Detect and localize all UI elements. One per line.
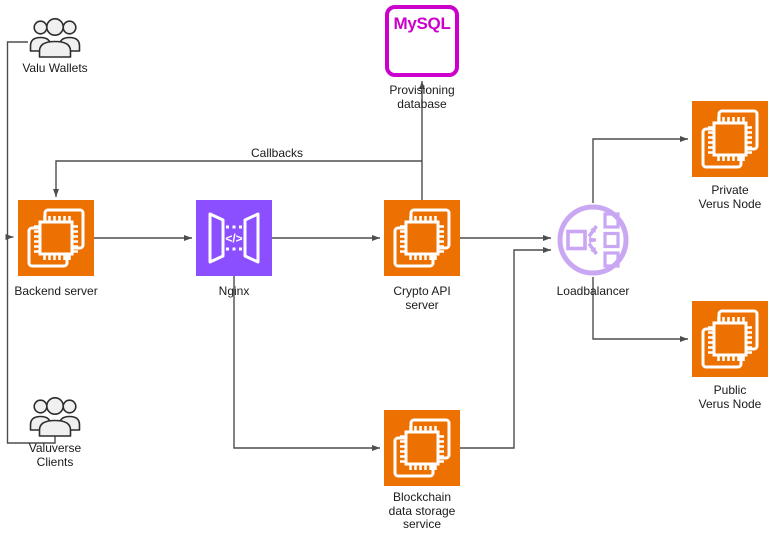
code-glyph: </> [225,232,242,246]
label-line: Public [713,383,747,397]
users-icon [27,395,83,437]
node-valuverse-clients[interactable] [27,395,83,442]
label-line: Backend server [14,284,98,298]
node-label-valuverse-clients: Valuverse Clients [28,441,82,469]
node-crypto-api-server[interactable] [384,200,460,281]
label-line: Clients [36,454,74,469]
label-line: service [402,517,441,531]
label-line: Blockchain [392,490,452,504]
label-line: Crypto API [393,284,451,298]
wire-loadbalancer-to-private-node [592,136,688,203]
node-label-public-verus-node: Public Verus Node [698,383,762,411]
node-label-nginx: Nginx [218,284,250,299]
label-line: Loadbalancer [556,284,630,298]
server-chip-icon [692,101,768,177]
wire-users-rail [6,41,56,444]
label-line: Provisioning [389,83,455,97]
node-mysql-database[interactable]: MySQL [385,5,459,77]
node-label-private-verus-node: Private Verus Node [698,183,762,211]
wire-callbacks [53,160,422,197]
label-line: Valu Wallets [22,61,88,75]
label-line: server [405,297,439,312]
label-line: Valuverse [28,441,82,455]
label-line: Verus Node [698,196,762,211]
label-line: Verus Node [698,396,762,411]
node-valu-wallets[interactable] [27,16,83,63]
node-label-crypto-api-server: Crypto API server [393,284,451,312]
node-backend-server[interactable] [18,200,94,281]
api-gateway-icon: </> [196,200,272,276]
node-loadbalancer[interactable] [556,203,630,282]
label-line: data storage [388,503,456,518]
wire-blockchain-to-loadbalancer [460,247,551,449]
label-line: Private [711,183,749,197]
wire-nginx-to-blockchain [233,276,380,451]
server-chip-icon [384,200,460,276]
node-nginx[interactable]: </> [196,200,272,281]
server-chip-icon [384,410,460,486]
node-label-loadbalancer: Loadbalancer [556,284,630,299]
mysql-logo-text: MySQL [393,14,451,33]
load-balancer-icon [556,203,630,277]
edge-label-callbacks: Callbacks [250,146,304,160]
node-label-backend-server: Backend server [14,284,98,299]
users-icon [27,16,83,58]
label-line: database [397,96,447,111]
wire-loadbalancer-to-public-node [592,277,688,342]
node-label-valu-wallets: Valu Wallets [22,61,88,76]
node-label-mysql: Provisioning database [389,83,455,111]
node-public-verus-node[interactable] [692,301,768,382]
node-blockchain-storage[interactable] [384,410,460,491]
node-label-blockchain-storage: Blockchain data storage service [388,490,456,532]
server-chip-icon [692,301,768,377]
label-line: Nginx [218,284,250,298]
server-chip-icon [18,200,94,276]
node-private-verus-node[interactable] [692,101,768,182]
